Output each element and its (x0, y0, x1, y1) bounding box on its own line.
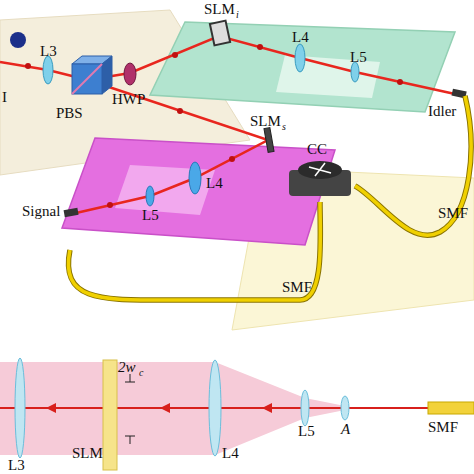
optical-fiber (68, 202, 320, 300)
part-label: L5 (298, 424, 315, 439)
lens-symbol (15, 358, 25, 458)
part-label: A (341, 422, 350, 437)
slm-symbol (210, 21, 230, 46)
edge-label: SMF (282, 280, 312, 295)
lens-symbol (351, 62, 359, 82)
part-label: PBS (56, 106, 83, 121)
breadboard-plate (150, 22, 455, 112)
coincidence-counter: CC (285, 140, 355, 202)
part-label: L5 (142, 208, 159, 223)
lens-symbol (209, 360, 221, 456)
part-label: L4 (292, 30, 309, 45)
lens-symbol (301, 390, 309, 426)
waveplate-symbol (124, 63, 136, 85)
part-label: L4 (222, 446, 239, 461)
fiber-symbol (428, 402, 474, 414)
width-marker (125, 382, 135, 383)
fiber-outline (355, 96, 471, 235)
part-label: SLM (72, 446, 103, 461)
part-label: L4 (206, 176, 223, 191)
lens-symbol (295, 44, 305, 72)
counter-dome (298, 161, 342, 179)
beam-arrow (46, 403, 56, 413)
pbs-cube (72, 64, 102, 94)
part-label: SLM (204, 2, 235, 17)
part-label: I (2, 90, 7, 105)
beam-dot (177, 108, 183, 114)
edge-label: SMF (438, 206, 468, 221)
part-label: 2w (118, 360, 136, 375)
lens-symbol (146, 186, 154, 206)
part-label: L3 (8, 458, 25, 473)
beam-dot (397, 79, 403, 85)
width-marker (130, 374, 131, 382)
slm-symbol (103, 360, 117, 470)
lens-symbol (189, 162, 201, 194)
part-label: c (139, 368, 143, 378)
slm-symbol (264, 128, 274, 153)
part-label: i (236, 10, 239, 20)
pbs-cube (72, 64, 102, 94)
node-label: Signal (22, 204, 60, 219)
optical-fiber (355, 96, 471, 235)
fiber-coupler (64, 208, 79, 217)
beam-dot (172, 52, 178, 58)
lens-symbol (341, 396, 349, 420)
beam-arrow (262, 403, 272, 413)
node-label: CC (307, 142, 327, 157)
beam-arrow (160, 403, 170, 413)
beam-dot (229, 156, 235, 162)
part-label: L3 (40, 44, 57, 59)
width-marker (125, 436, 135, 437)
beam-dot (107, 202, 113, 208)
laser-beam (76, 80, 268, 213)
laser-source (10, 32, 26, 48)
part-label: s (282, 122, 286, 132)
beam-dot (25, 63, 31, 69)
width-marker (130, 436, 131, 444)
part-label: L5 (350, 50, 367, 65)
counter-cross (315, 163, 325, 176)
part-label: SMF (428, 420, 458, 435)
fiber-outline (68, 202, 320, 300)
lens-symbol (43, 56, 53, 84)
pbs-cube (102, 56, 112, 94)
part-label: HWP (112, 92, 145, 107)
part-label: SLM (250, 114, 281, 129)
beam-dot (257, 44, 263, 50)
laser-beam (88, 36, 455, 94)
node-label: Idler (428, 104, 456, 119)
